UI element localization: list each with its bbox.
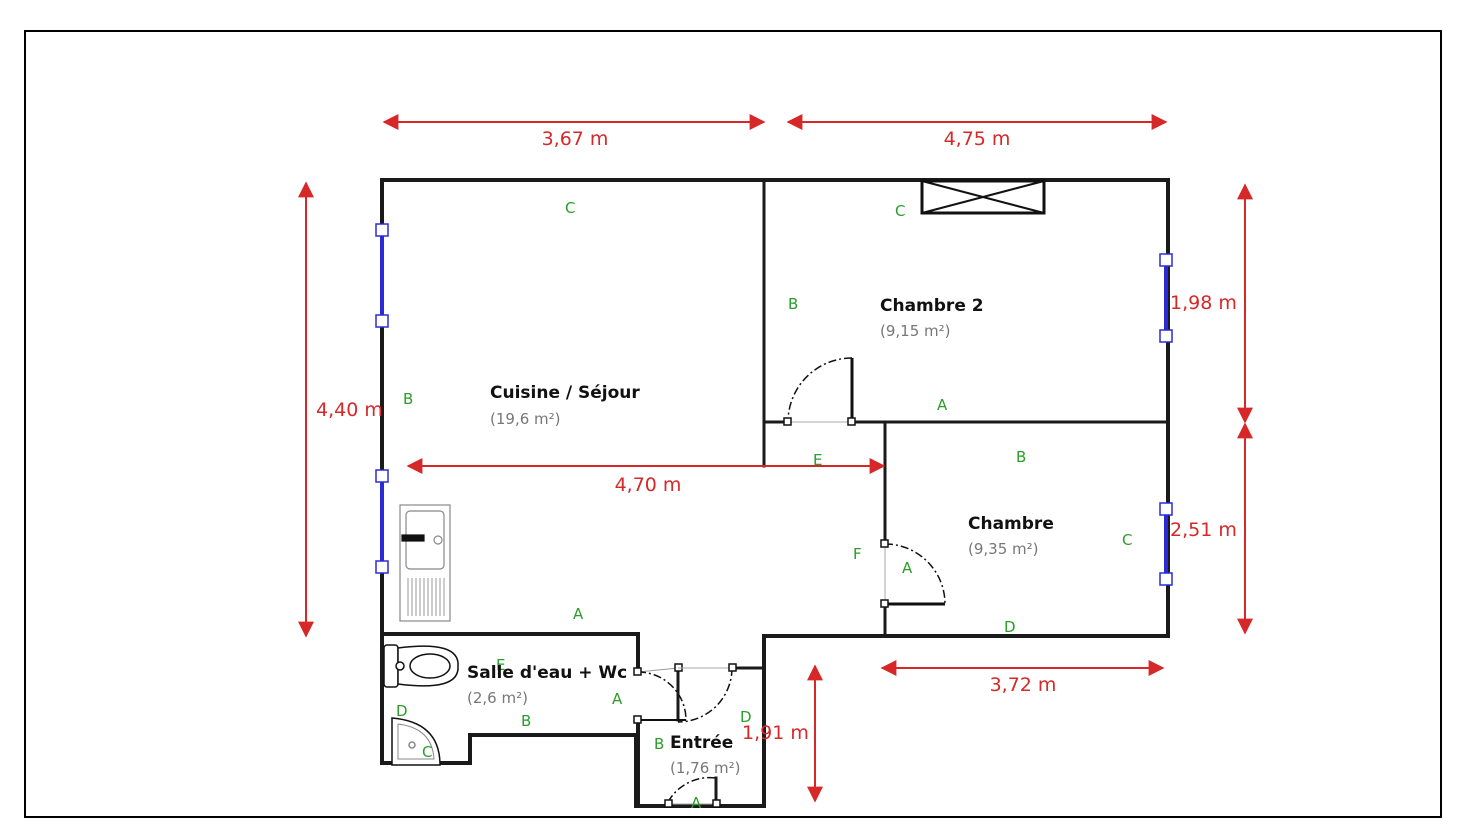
wall-label: D <box>740 708 752 726</box>
wall-label: C <box>895 202 905 220</box>
plan-frame <box>24 30 1442 818</box>
wall-label: E <box>496 656 505 674</box>
room-name-entree: Entrée <box>670 733 733 753</box>
wall-label: A <box>573 605 584 623</box>
wall-label: B <box>788 295 798 313</box>
sink-icon <box>399 504 451 622</box>
room-area-chambre: (9,35 m²) <box>968 540 1039 558</box>
walls <box>380 178 1170 808</box>
room-area-entree: (1,76 m²) <box>670 759 741 777</box>
windows <box>375 223 1173 586</box>
room-labels: Cuisine / Séjour (19,6 m²) Chambre 2 (9,… <box>467 296 1054 777</box>
closet-icon <box>920 179 1046 215</box>
wall-label: F <box>853 545 862 563</box>
wall-label: B <box>1016 448 1026 466</box>
shower-icon <box>391 717 441 766</box>
toilet-icon <box>383 644 459 688</box>
room-area-chambre2: (9,15 m²) <box>880 322 951 340</box>
wall-label: A <box>612 690 623 708</box>
dim-right-upper: 1,98 m <box>1170 292 1237 314</box>
wall-label: E <box>813 451 822 469</box>
wall-label: C <box>1122 531 1132 549</box>
wall-label: D <box>396 702 408 720</box>
door-chambre2 <box>783 357 856 426</box>
wall-label: A <box>691 794 702 812</box>
wall-label: C <box>422 743 432 761</box>
wall-label: B <box>403 390 413 408</box>
room-name-sejour: Cuisine / Séjour <box>490 383 640 403</box>
dim-top-right: 4,75 m <box>944 128 1011 150</box>
doors <box>633 357 946 808</box>
wall-labels: C B A C B A E F A B C D E D C B A B D A <box>396 199 1132 812</box>
dim-top-left: 3,67 m <box>542 128 609 150</box>
wall-label: D <box>1004 618 1016 636</box>
wall-label: C <box>565 199 575 217</box>
dim-entry-height: 1,91 m <box>742 722 809 744</box>
dimension-labels: 3,67 m 4,75 m 4,40 m 1,98 m 2,51 m 4,70 … <box>316 128 1237 744</box>
dim-inner-width: 4,70 m <box>615 474 682 496</box>
room-name-salle-eau: Salle d'eau + Wc <box>467 663 627 683</box>
dim-right-lower: 2,51 m <box>1170 519 1237 541</box>
wall-label: B <box>654 735 664 753</box>
outer-wall <box>380 178 1170 808</box>
room-area-sejour: (19,6 m²) <box>490 410 561 428</box>
wall-label: A <box>902 559 913 577</box>
dimension-lines <box>298 114 1253 803</box>
dim-bottom-right: 3,72 m <box>990 674 1057 696</box>
wall-label: B <box>521 712 531 730</box>
room-name-chambre: Chambre <box>968 514 1054 534</box>
door-chambre <box>880 539 946 608</box>
wall-label: A <box>937 396 948 414</box>
room-area-salle-eau: (2,6 m²) <box>467 689 528 707</box>
room-name-chambre2: Chambre 2 <box>880 296 984 316</box>
door-entree-inner <box>677 663 737 723</box>
dim-left-height: 4,40 m <box>316 399 383 421</box>
wall-entree-cap <box>637 667 679 673</box>
door-entree <box>664 776 721 808</box>
